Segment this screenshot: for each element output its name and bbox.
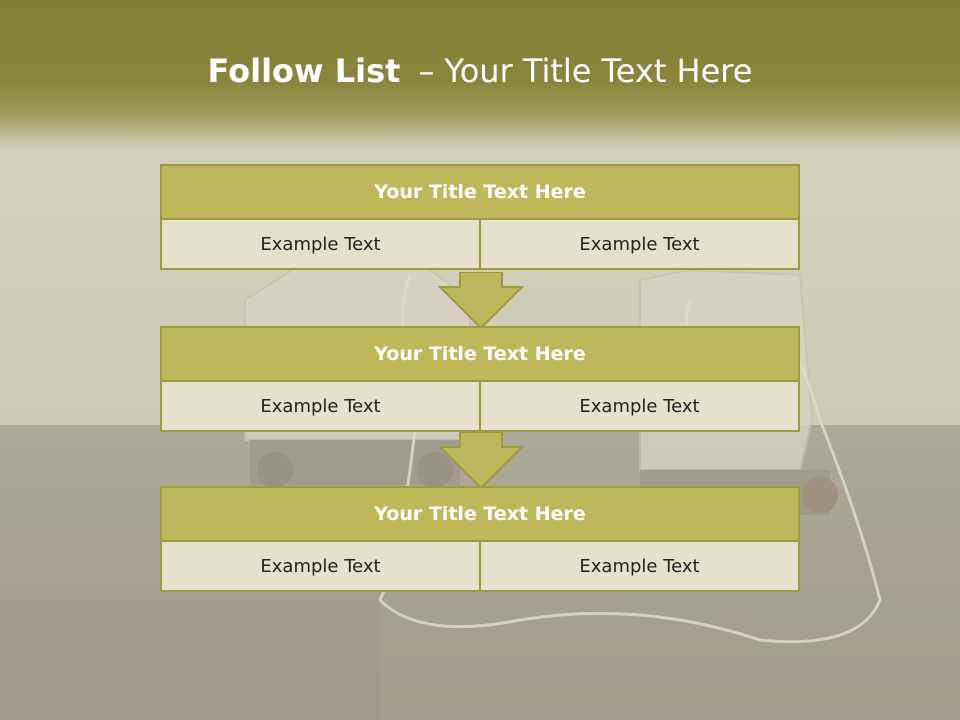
step-3-cell-right: Example Text [481,542,800,592]
down-arrow-2 [438,432,524,490]
header-band [0,0,960,150]
slide-title: Follow List–Your Title Text Here [0,52,960,90]
step-1-cell-left: Example Text [160,220,481,270]
title-rest: Your Title Text Here [444,52,753,90]
title-bold: Follow List [207,52,401,90]
down-arrow-1 [438,272,524,330]
step-row-2: Example Text Example Text [160,382,800,432]
step-row-1: Example Text Example Text [160,220,800,270]
step-block-1: Your Title Text Here Example Text Exampl… [160,164,800,270]
step-title-1: Your Title Text Here [160,164,800,220]
step-block-3: Your Title Text Here Example Text Exampl… [160,486,800,592]
step-title-2: Your Title Text Here [160,326,800,382]
step-title-3: Your Title Text Here [160,486,800,542]
step-1-cell-right: Example Text [481,220,800,270]
step-block-2: Your Title Text Here Example Text Exampl… [160,326,800,432]
title-separator: – [418,52,435,90]
step-2-cell-left: Example Text [160,382,481,432]
step-3-cell-left: Example Text [160,542,481,592]
step-row-3: Example Text Example Text [160,542,800,592]
step-2-cell-right: Example Text [481,382,800,432]
